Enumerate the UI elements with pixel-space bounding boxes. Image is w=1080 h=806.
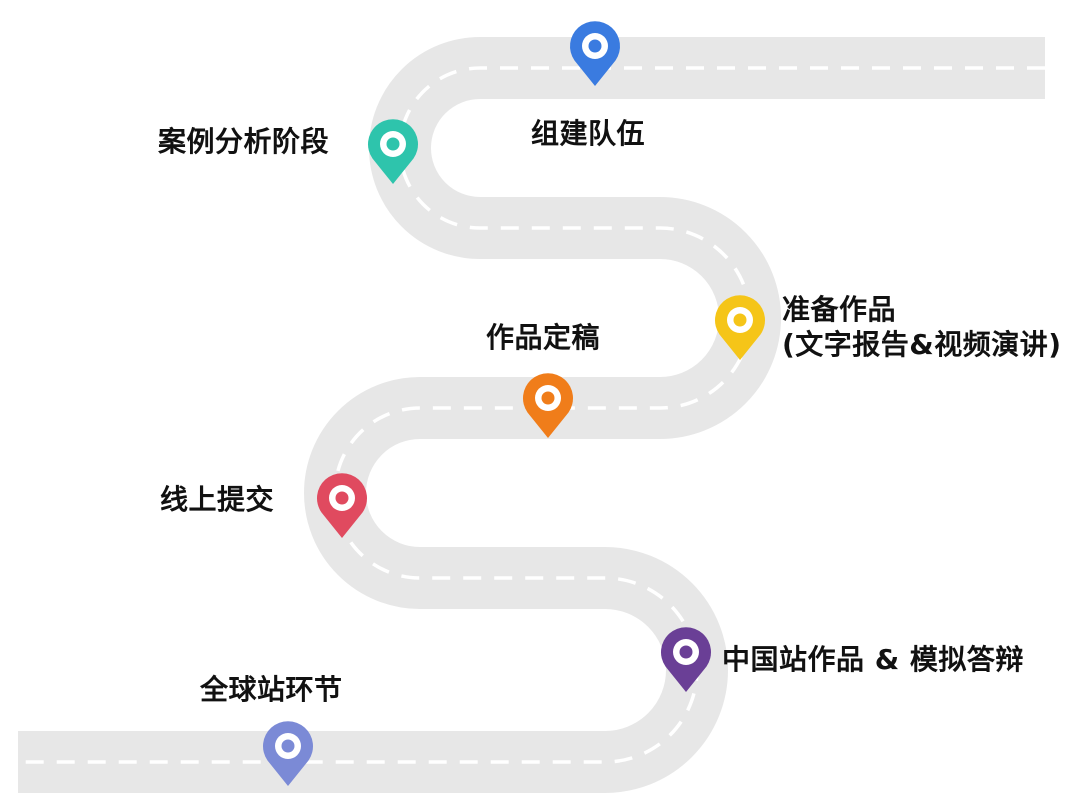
stage-label-china: 中国站作品 & 模拟答辩 xyxy=(722,643,1024,676)
stage-label-prepare-sub: (文字报告&视频演讲) xyxy=(782,328,1062,361)
stage-label-team: 组建队伍 xyxy=(531,117,646,150)
map-pin-icon-global xyxy=(263,721,313,786)
stage-label-global: 全球站环节 xyxy=(200,673,343,706)
stage-label-prepare-main: 准备作品 xyxy=(782,293,897,326)
stage-label-case: 案例分析阶段 xyxy=(158,125,330,158)
map-pin-icon-prepare xyxy=(714,295,765,360)
map-pin-dot xyxy=(541,391,555,405)
map-pin-dot xyxy=(679,645,693,659)
stage-label-submit: 线上提交 xyxy=(160,483,275,516)
stage-label-prepare: 准备作品 (文字报告&视频演讲) xyxy=(782,292,1062,362)
map-pin-icon-submit xyxy=(317,473,367,538)
map-pin-icon-china xyxy=(660,627,711,692)
map-pin-icon-team xyxy=(570,21,620,86)
map-pin-dot xyxy=(335,491,349,505)
map-pin-icon-finalize xyxy=(523,373,573,438)
map-pin-dot xyxy=(386,137,400,151)
map-pin-dot xyxy=(281,739,295,753)
map-pin-icon-case xyxy=(368,119,418,184)
map-pin-dot xyxy=(588,39,602,53)
map-pin-dot xyxy=(733,313,747,327)
stage-label-finalize: 作品定稿 xyxy=(486,321,601,354)
